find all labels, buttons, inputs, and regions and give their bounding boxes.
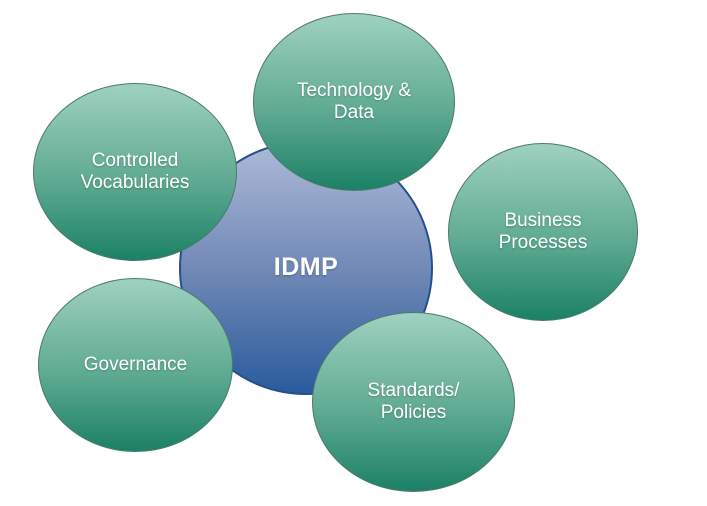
node-label-line: Policies [380,402,447,423]
node-standards-policies: Standards/ Policies [312,312,515,492]
center-node-label: IDMP [273,253,339,282]
node-label-governance: Governance [76,354,196,376]
node-label-controlled-vocabularies: Controlled Vocabularies [73,150,198,195]
node-label-business-processes: Business Processes [491,210,596,255]
node-technology-data: Technology & Data [253,13,455,191]
node-business-processes: Business Processes [448,143,638,321]
node-label-line: Technology & [296,79,412,101]
node-label-line: Standards/ [367,379,460,401]
node-label-line: Controlled [91,149,179,171]
node-label-standards-policies: Standards/ Policies [360,380,468,425]
node-label-line: Governance [83,353,188,375]
node-controlled-vocabularies: Controlled Vocabularies [33,83,237,261]
node-label-line: Vocabularies [80,172,190,193]
node-label-technology-data: Technology & Data [289,80,419,125]
node-governance: Governance [38,278,233,452]
node-label-line: Data [333,102,375,123]
node-label-line: Business [504,209,582,231]
node-label-line: Processes [498,232,588,253]
